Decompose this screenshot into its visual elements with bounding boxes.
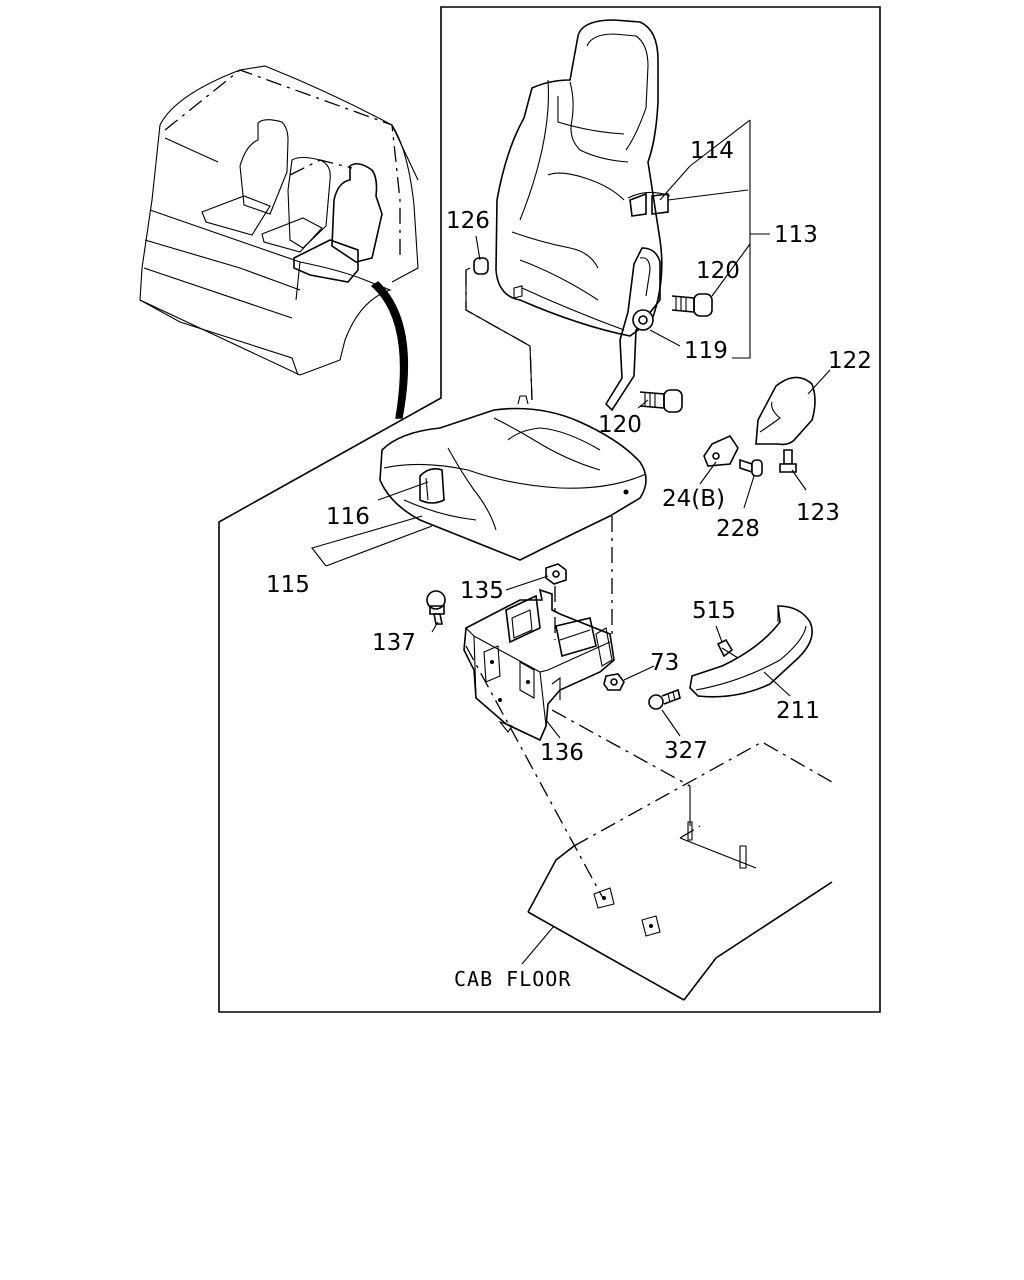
callout-515: 515: [692, 598, 736, 624]
callout-113: 113: [774, 222, 818, 248]
callout-137: 137: [372, 630, 416, 656]
seat-cushion-assembly: [379, 395, 647, 640]
part-120-upper-bolt: [671, 293, 713, 317]
part-327-bolt: [648, 688, 681, 710]
part-123-screw: [779, 449, 797, 473]
callout-327: 327: [664, 738, 708, 764]
callout-120-lower: 120: [598, 412, 642, 438]
callout-135: 135: [460, 578, 504, 604]
callout-labels: 114 113 126 120 119 120 122 24(B) 228 12…: [266, 138, 872, 991]
callout-120-upper: 120: [696, 258, 740, 284]
callout-115: 115: [266, 572, 310, 598]
part-137-pin: [426, 590, 446, 625]
part-126-cap: [465, 257, 533, 401]
part-24b-knob: [703, 434, 739, 467]
callout-73: 73: [650, 650, 679, 676]
part-73-nut: [603, 673, 625, 691]
seat-back-assembly: [495, 19, 671, 412]
part-136-seat-frame: [463, 588, 615, 742]
part-122-cover: [755, 376, 816, 446]
callout-116: 116: [326, 504, 370, 530]
cab-overview-illustration: [139, 65, 419, 376]
detail-pointer: [370, 281, 409, 419]
callout-126: 126: [446, 208, 490, 234]
callout-24b: 24(B): [662, 486, 725, 512]
callout-119: 119: [684, 338, 728, 364]
callout-114: 114: [690, 138, 734, 164]
leader-lines: [311, 119, 831, 965]
callout-136: 136: [540, 740, 584, 766]
part-211-side-cover: [689, 605, 813, 698]
callout-228: 228: [716, 516, 760, 542]
cab-floor-label: CAB FLOOR: [454, 967, 571, 991]
part-228-screw: [739, 458, 763, 477]
callout-123: 123: [796, 500, 840, 526]
part-515-clip: [716, 638, 739, 659]
diagram-frame: [218, 6, 881, 1013]
part-120-lower-bolt: [639, 389, 683, 413]
part-135-nut: [545, 563, 567, 640]
callout-122: 122: [828, 348, 872, 374]
callout-211: 211: [776, 698, 820, 724]
